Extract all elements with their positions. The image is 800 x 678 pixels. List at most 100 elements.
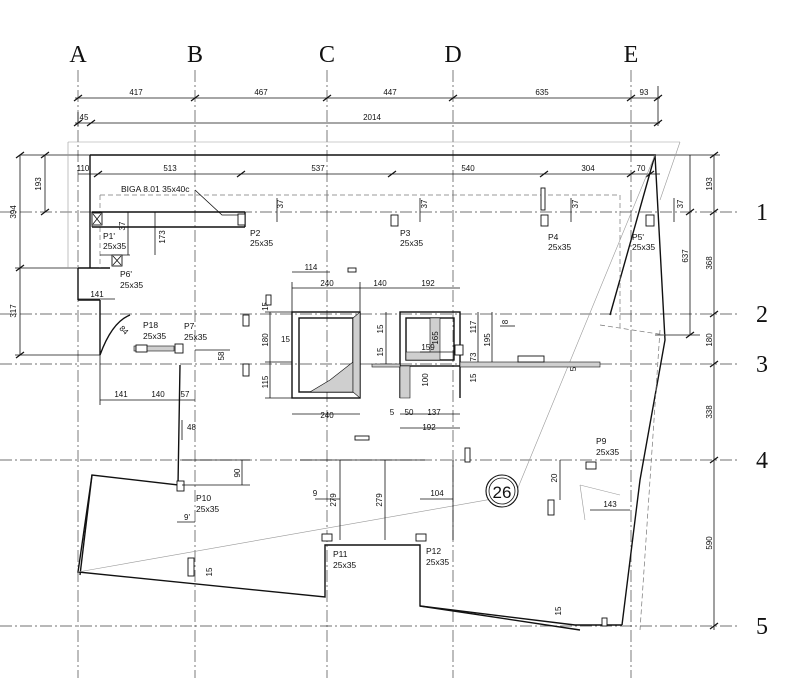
pillar-p10-id: P10 [196, 493, 211, 503]
dim-100: 100 [421, 373, 430, 387]
dim-9-prime: 9' [184, 513, 190, 522]
column-axis-labels: A B C D E [69, 42, 638, 68]
axis-label-4: 4 [756, 448, 768, 474]
dim-192-top: 192 [421, 279, 435, 288]
callout-number: 26 [493, 483, 512, 502]
pillar-p1: P1' 25x35 [91, 212, 126, 251]
pillar-p2: P2 25x35 [237, 213, 273, 248]
dim-143: 143 [603, 500, 617, 509]
pillar-p4: P4 25x35 [540, 214, 571, 252]
dim-537: 537 [311, 164, 325, 173]
dim-137: 137 [427, 408, 441, 417]
dim-114: 114 [305, 263, 318, 272]
dim-15-lower-left: 15 [205, 567, 214, 576]
dim-37-c: 37 [571, 199, 580, 208]
dim-45: 45 [80, 113, 89, 122]
dim-115: 115 [261, 375, 270, 388]
grid-lines [0, 70, 740, 678]
pillar-p9-id: P9 [596, 436, 607, 446]
pillar-p10: P10 25x35 [176, 480, 219, 514]
dim-15-sr-b: 15 [376, 347, 385, 356]
axis-label-3: 3 [756, 352, 768, 378]
dim-70: 70 [637, 164, 646, 173]
pillar-p5-size: 25x35 [632, 242, 655, 252]
dim-110: 110 [77, 164, 90, 173]
dim-15-shaft-left: 15 [261, 301, 270, 310]
dim-304: 304 [581, 164, 595, 173]
pillar-p5: P5' 25x35 [632, 214, 655, 252]
dim-58: 58 [217, 351, 226, 360]
right-dimension-chain: 193 368 338 590 637 180 [655, 151, 720, 630]
dim-right-590: 590 [705, 536, 714, 550]
dim-right-637: 637 [681, 249, 690, 263]
pillar-p9: P9 25x35 [585, 436, 619, 470]
dim-90: 90 [233, 468, 242, 477]
local-dimensions: 37 37 37 37 37 173 141 84 141 140 57 58 … [78, 198, 685, 615]
dim-37-e: 37 [118, 221, 127, 230]
pillar-p4-size: 25x35 [548, 242, 571, 252]
dim-195: 195 [483, 333, 492, 347]
dim-635: 635 [535, 88, 549, 97]
dim-48: 48 [187, 423, 196, 432]
dim-73: 73 [469, 352, 478, 361]
dim-50: 50 [405, 408, 414, 417]
dim-279-a: 279 [329, 493, 338, 507]
dim-8: 8 [501, 319, 510, 324]
dim-37-a: 37 [276, 199, 285, 208]
pillar-p6-size: 25x35 [120, 280, 143, 290]
pillar-p4-id: P4 [548, 232, 559, 242]
dim-117: 117 [469, 320, 478, 333]
slab-outline [67, 141, 681, 631]
dim-37-b: 37 [420, 199, 429, 208]
dim-left-317: 317 [9, 304, 18, 318]
dim-left-394: 394 [9, 205, 18, 219]
dim-279-b: 279 [375, 493, 384, 507]
dim-417: 417 [129, 88, 143, 97]
dim-93: 93 [640, 88, 649, 97]
pillar-p1-size: 25x35 [103, 241, 126, 251]
pillar-p10-size: 25x35 [196, 504, 219, 514]
pillar-p3-id: P3 [400, 228, 411, 238]
section-callout: 26 [485, 474, 519, 508]
pillar-p2-size: 25x35 [250, 238, 273, 248]
dim-141-bottom: 141 [114, 390, 128, 399]
shaft-left: 114 240 140 192 15 180 115 15 240 [261, 263, 460, 420]
row-axis-labels: 1 2 3 4 5 [756, 200, 768, 640]
dim-right-338: 338 [705, 405, 714, 419]
pillar-p12-id: P12 [426, 546, 441, 556]
pillar-p6: P6' 25x35 [111, 254, 143, 290]
dim-57: 57 [181, 390, 190, 399]
pillar-p7-size: 25x35 [184, 332, 207, 342]
pillar-p18: P18 25x35 [135, 320, 166, 353]
axis-label-a: A [69, 42, 87, 68]
axis-label-d: D [444, 42, 461, 68]
dim-513: 513 [163, 164, 177, 173]
dim-467: 467 [254, 88, 268, 97]
pillar-p11: P11 25x35 [321, 533, 356, 570]
dim-104: 104 [430, 489, 444, 498]
dim-right-368: 368 [705, 256, 714, 270]
pillar-p18-id: P18 [143, 320, 158, 330]
dim-192-bottom: 192 [422, 423, 436, 432]
dim-140: 140 [373, 279, 387, 288]
pillar-p2-id: P2 [250, 228, 261, 238]
dim-15-lower-right: 15 [554, 606, 563, 615]
dim-15-sr-c: 15 [469, 373, 478, 382]
dim-240-top: 240 [320, 279, 334, 288]
dim-173: 173 [158, 230, 167, 244]
dim-left-193: 193 [34, 177, 43, 191]
dim-5-sr: 5 [390, 408, 395, 417]
pillar-p11-size: 25x35 [333, 560, 356, 570]
beam-dimension-chain: 110 513 537 540 304 70 [77, 164, 660, 178]
pillar-p6-id: P6' [120, 269, 132, 279]
pillar-p18-size: 25x35 [143, 331, 166, 341]
pillar-p5-id: P5' [632, 232, 644, 242]
pillar-p11-id: P11 [333, 549, 348, 559]
axis-label-2: 2 [756, 302, 768, 328]
dim-20: 20 [550, 473, 559, 482]
dim-180-shaft: 180 [261, 333, 270, 347]
dim-540: 540 [461, 164, 475, 173]
axis-label-b: B [187, 42, 203, 68]
axis-label-5: 5 [756, 614, 768, 640]
